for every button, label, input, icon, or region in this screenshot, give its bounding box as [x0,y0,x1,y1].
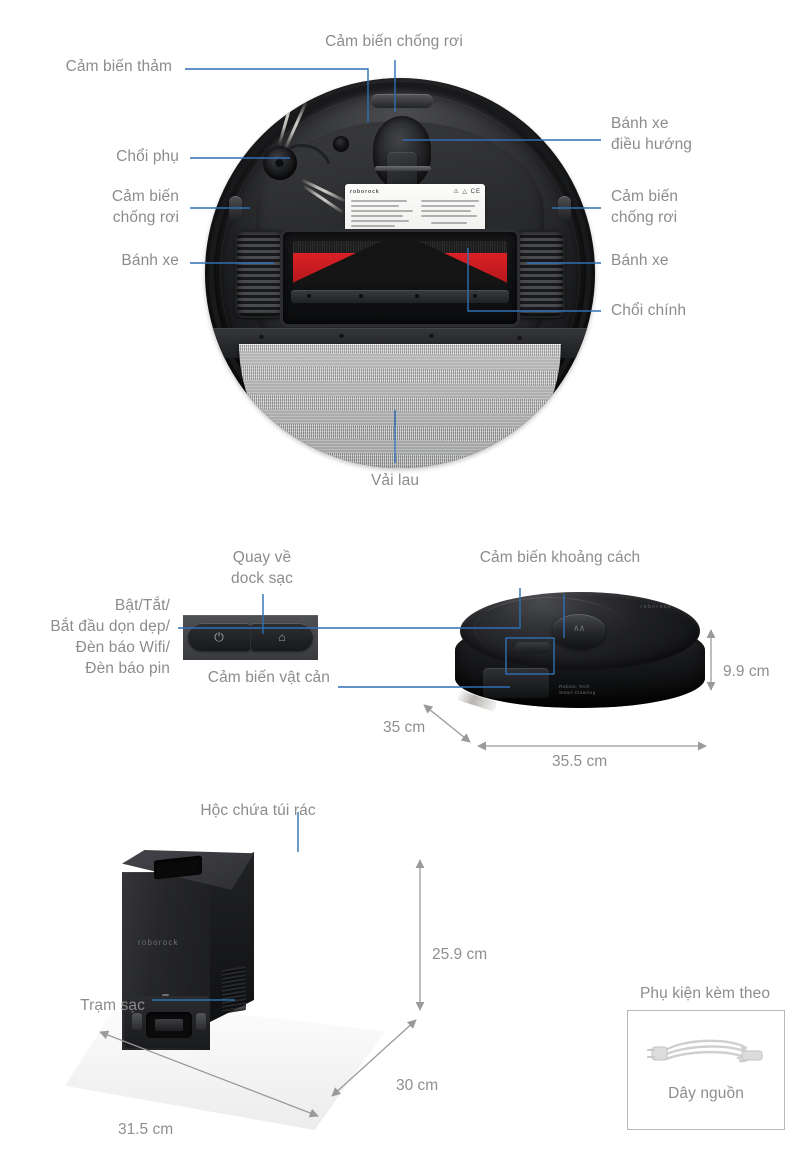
dock-vent [222,966,246,1014]
label-dock-return: Quay về dock sạc [231,549,293,587]
dimension-height: 9.9 cm [723,663,770,680]
caster-axle [375,166,431,171]
cliff-sensor-top-part [371,94,433,108]
label-obstacle-sensor: Cảm biến vật cản [207,669,330,686]
main-brush-v-pattern [293,241,507,285]
dimension-depth: 35 cm [383,719,426,736]
label-cliff-sensor-right: Cảm biến chống rơi [611,188,679,226]
power-cord-icon [646,1031,766,1075]
label-cliff-sensor-top: Cảm biến chống rơi [325,33,463,50]
label-distance-sensor: Cảm biến khoảng cách [479,549,641,566]
dimension-dock-width: 31.5 cm [118,1121,174,1138]
carpet-sensor-part [333,136,349,152]
dimension-dock-depth: 30 cm [396,1077,439,1094]
charging-contact-right [196,1013,206,1030]
label-caster-wheel: Bánh xe điều hướng [611,115,693,153]
label-cliff-sensor-left: Cảm biến chống rơi [111,188,179,226]
label-power-button: Bật/Tắt/ Bắt đầu dọn dẹp/ Đèn báo Wifi/ … [50,597,170,677]
robot-brand-mark: roborock [640,604,672,610]
dock-brand-logo: roborock [138,938,179,947]
label-wheel-left: Bánh xe [121,252,179,269]
label-wheel-right: Bánh xe [611,252,669,269]
robot-button-area [515,642,551,653]
sticker-logo: roborock [350,189,380,195]
distance-sensor-part: ∧∧ [553,614,605,648]
side-brush-part [263,146,297,180]
dock-status-led [162,994,169,997]
sticker-certification-marks: ⚠ △ CE [453,189,481,195]
power-icon: ⏻ [214,630,224,644]
accessory-label-power-cord: Dây nguồn [668,1085,744,1102]
power-button[interactable]: ⏻ [188,623,250,651]
label-side-brush: Chổi phụ [116,148,179,165]
main-brush-window [293,241,507,285]
wheel-left-part [235,230,285,318]
accessories-box: Dây nguồn [627,1010,785,1130]
cliff-sensor-left-part [229,196,242,222]
obstacle-sensor-part [483,668,549,698]
dock-return-button[interactable]: ⌂ [251,623,313,651]
dimension-width: 35.5 cm [552,753,608,770]
wheel-right-part [515,230,565,318]
label-carpet-sensor: Cảm biến thảm [65,58,172,75]
cliff-sensor-right-part [558,196,571,222]
dimension-dock-height: 25.9 cm [432,946,488,963]
label-mop-cloth: Vải lau [370,472,420,489]
label-dust-bag: Hộc chứa túi rác [200,802,316,819]
label-charging-station: Trạm sạc [80,997,145,1014]
main-brush-bay [283,232,517,324]
lidar-mark: ∧∧ [573,623,585,633]
charging-contact-left [132,1013,142,1030]
section-bottom-view: roborock ⚠ △ CE [0,0,800,520]
robot-underside-illustration: roborock ⚠ △ CE [205,78,595,468]
dock-port [146,1012,192,1038]
home-dock-icon: ⌂ [278,630,286,644]
label-main-brush: Chổi chính [611,302,687,319]
mop-cloth-part [239,344,561,468]
accessories-title: Phụ kiện kèm theo [639,985,771,1002]
main-brush-retainer-bar [291,290,509,303]
dock-illustration: roborock [122,850,254,1050]
button-panel-closeup: ⏻ ⌂ [183,615,318,660]
